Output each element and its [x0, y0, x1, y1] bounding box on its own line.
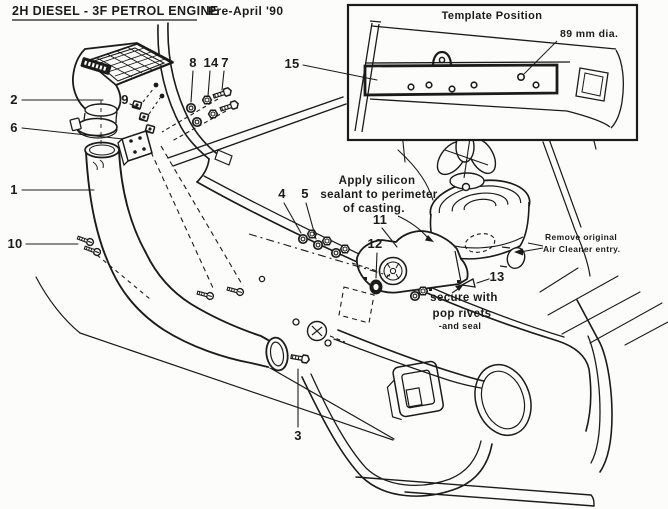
title-block: 2H DIESEL - 3F PETROL ENGINE Pre-April '…: [12, 4, 283, 21]
part-label-15: 15: [284, 56, 299, 71]
part-label-8: 8: [189, 55, 197, 70]
air-cleaner-assembly: [429, 131, 531, 270]
remove-note-line2: Air Cleaner entry.: [543, 244, 620, 254]
part-label-13: 13: [489, 269, 504, 284]
hose-clamp: [69, 117, 118, 139]
page-title: 2H DIESEL - 3F PETROL ENGINE: [12, 4, 219, 18]
pop-rivet: [460, 278, 476, 288]
alignment-dashes: [96, 87, 391, 343]
silicon-note-line1: Apply silicon: [339, 175, 416, 187]
note-silicon-sealant: Apply silicon sealant to perimeter of ca…: [320, 175, 437, 242]
note-pop-rivets: secure with pop rivets -and seal: [430, 284, 498, 331]
part-label-7: 7: [221, 55, 229, 70]
remove-note-line1: Remove original: [545, 232, 617, 242]
rivets-note-line1: secure with: [430, 292, 498, 304]
date-note: Pre-April '90: [208, 4, 283, 18]
drill-template: [363, 50, 559, 97]
part-label-14: 14: [203, 55, 219, 70]
part-label-9: 9: [121, 92, 129, 107]
silicon-note-line3: of casting.: [343, 203, 405, 215]
part-labels: 1 2 3 4 5 6 7 8 9 10 11 12 13 14 15: [7, 55, 504, 443]
silicon-arrowhead: [425, 235, 434, 242]
hole-centre-mark: [306, 320, 328, 342]
part-label-4: 4: [278, 186, 286, 201]
snorkel-head: [69, 42, 175, 148]
part-label-5: 5: [301, 186, 309, 201]
mounting-bracket: [117, 130, 153, 167]
part-label-10: 10: [7, 236, 22, 251]
part-label-11: 11: [373, 212, 387, 227]
vehicle-outline: [35, 22, 668, 507]
template-hole-dashed-box: [338, 286, 375, 324]
silicon-note-line2: sealant to perimeter: [320, 189, 437, 201]
rivets-note-line3: -and seal: [439, 321, 482, 331]
lamp-recess-oval: [474, 364, 532, 436]
indicator-lamp: [386, 360, 444, 420]
rivets-arrowhead: [455, 284, 464, 291]
snorkel-body-tube: [84, 141, 289, 372]
note-remove-entry: Remove original Air Cleaner entry.: [514, 232, 620, 256]
part-label-12: 12: [367, 236, 382, 251]
grommet: [369, 279, 383, 295]
brand-label: [80, 57, 112, 75]
fasteners: [75, 82, 429, 365]
part-label-6: 6: [10, 120, 18, 135]
wing-nut: [436, 131, 497, 192]
part-label-2: 2: [10, 92, 18, 107]
inset-title: Template Position: [442, 10, 543, 22]
part-label-3: 3: [294, 428, 302, 443]
part-label-1: 1: [10, 182, 18, 197]
diameter-label: 89 mm dia.: [560, 28, 618, 40]
adapter-casting: [356, 230, 476, 295]
inset-template-panel: Template Position 89 mm dia.: [346, 3, 639, 142]
rivets-note-line2: pop rivets: [433, 308, 492, 320]
remove-arrowhead: [514, 248, 523, 256]
